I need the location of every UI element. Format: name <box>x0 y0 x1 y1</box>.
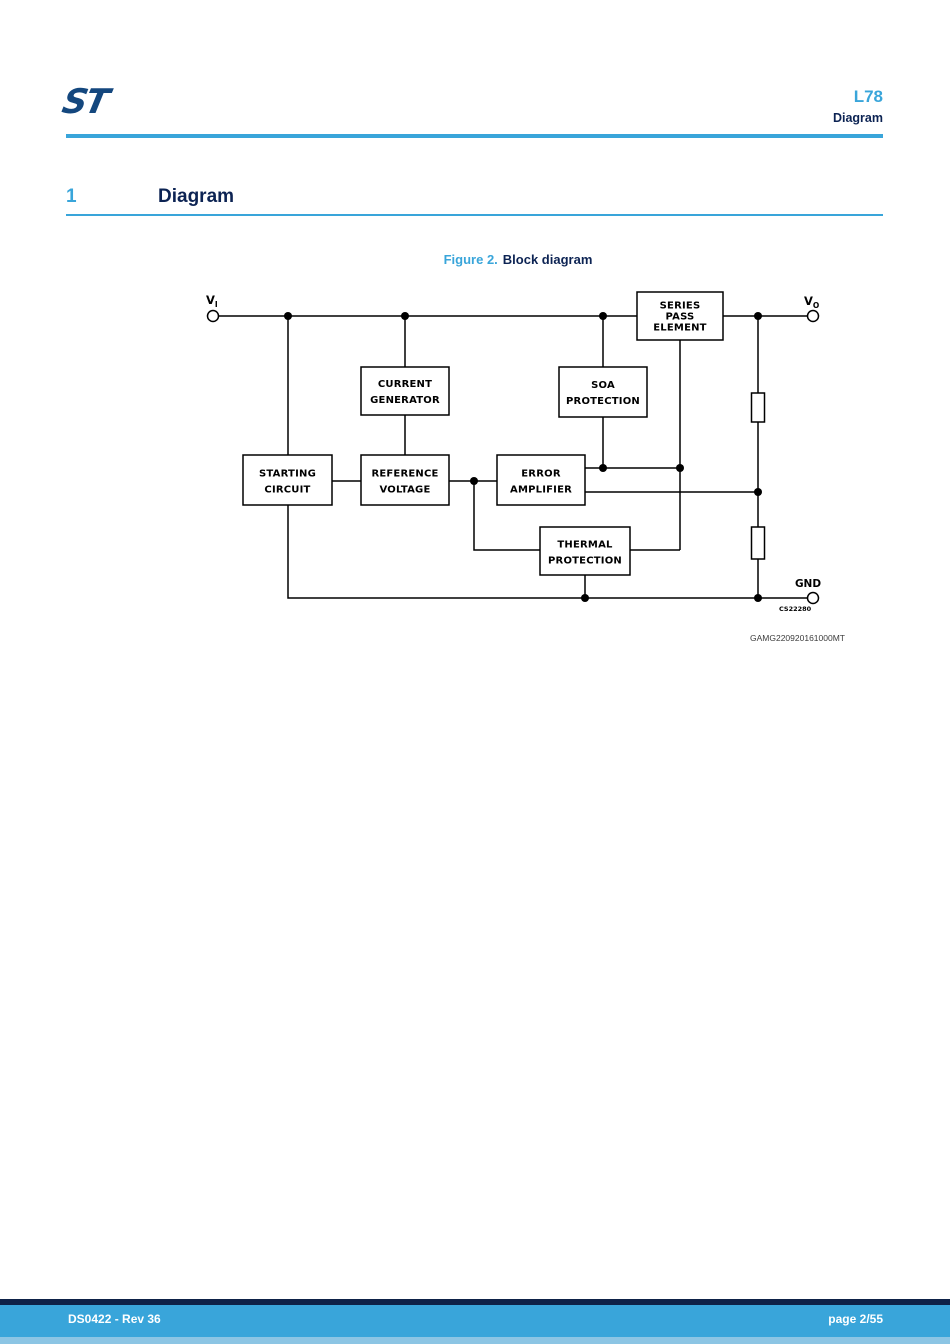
schematic-id: CS22280 <box>779 605 812 613</box>
footer-page-number: page 2/55 <box>828 1312 883 1326</box>
figure-label: Figure 2. <box>443 252 498 267</box>
header-section-name: Diagram <box>832 111 883 125</box>
block-series-pass-element: SERIES PASS ELEMENT <box>636 291 724 341</box>
input-terminal <box>206 309 220 323</box>
input-terminal-label: VI <box>206 293 218 309</box>
st-logo-text: ST <box>58 82 111 122</box>
junction-dots <box>284 312 762 602</box>
header-rule <box>66 134 883 138</box>
resistor-bottom <box>750 526 766 560</box>
svg-text:ELEMENT: ELEMENT <box>653 323 706 334</box>
svg-text:SERIES: SERIES <box>660 301 701 312</box>
figure-title: Block diagram <box>502 252 593 267</box>
svg-text:ERROR: ERROR <box>521 469 561 480</box>
svg-text:THERMAL: THERMAL <box>557 540 613 551</box>
block-reference-voltage: REFERENCE VOLTAGE <box>360 454 450 506</box>
svg-text:CIRCUIT: CIRCUIT <box>264 485 310 496</box>
svg-text:REFERENCE: REFERENCE <box>371 469 438 480</box>
block-error-amplifier: ERROR AMPLIFIER <box>496 454 586 506</box>
svg-text:PROTECTION: PROTECTION <box>566 396 640 407</box>
section-rule <box>66 214 883 216</box>
ground-terminal <box>806 591 820 605</box>
svg-text:PROTECTION: PROTECTION <box>548 556 622 567</box>
svg-text:STARTING: STARTING <box>259 469 316 480</box>
footer-doc-revision: DS0422 - Rev 36 <box>68 1312 161 1326</box>
image-code: GAMG220920161000MT <box>750 633 845 643</box>
footer-blue-bar <box>0 1305 950 1337</box>
svg-text:GENERATOR: GENERATOR <box>370 395 440 406</box>
block-current-generator: CURRENT GENERATOR <box>360 366 450 416</box>
svg-text:VOLTAGE: VOLTAGE <box>379 485 430 496</box>
header-product-name: L78 <box>853 87 883 106</box>
svg-text:PASS: PASS <box>666 312 695 323</box>
footer-navy-bar <box>0 1299 950 1305</box>
figure-caption: Figure 2. Block diagram <box>288 252 748 267</box>
section-title: Diagram <box>158 186 235 207</box>
block-thermal-protection: THERMAL PROTECTION <box>539 526 631 576</box>
svg-text:AMPLIFIER: AMPLIFIER <box>510 485 572 496</box>
block-soa-protection: SOA PROTECTION <box>558 366 648 418</box>
footer-light-strip <box>0 1337 950 1344</box>
ground-terminal-label: GND <box>795 578 821 590</box>
resistor-top <box>750 392 766 423</box>
output-terminal <box>806 309 820 323</box>
svg-text:CURRENT: CURRENT <box>378 379 432 390</box>
st-logo: ST <box>59 82 125 124</box>
block-starting-circuit: STARTING CIRCUIT <box>242 454 333 506</box>
block-diagram: SERIES PASS ELEMENT CURRENT GENERATOR SO… <box>206 291 845 643</box>
svg-text:SOA: SOA <box>591 380 615 391</box>
section-number: 1 <box>66 186 77 207</box>
output-terminal-label: VO <box>804 294 819 310</box>
